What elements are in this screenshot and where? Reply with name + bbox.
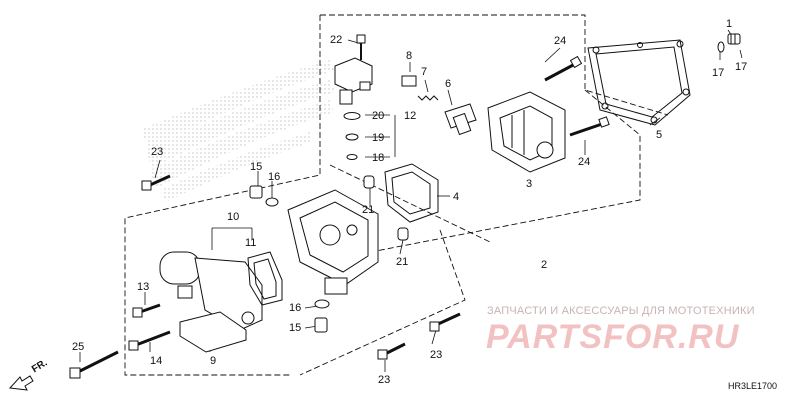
o-ring-20[interactable] — [343, 112, 361, 120]
callout-12: 12 — [404, 110, 416, 122]
linear-solenoid-10[interactable] — [159, 251, 263, 331]
callout-3: 3 — [526, 178, 532, 190]
callout-25: 25 — [72, 341, 84, 353]
callout-1: 1 — [726, 18, 732, 30]
callout-9: 9 — [210, 355, 216, 367]
spring-7[interactable] — [417, 95, 439, 101]
gasket-plate-5[interactable] — [587, 39, 691, 126]
callout-21-upper: 21 — [362, 204, 374, 216]
valve-body-3[interactable] — [487, 91, 566, 173]
gasket-11[interactable] — [247, 251, 283, 306]
bolt-15-lower[interactable] — [314, 317, 328, 333]
callout-11: 11 — [245, 237, 256, 249]
leader-lines — [79, 29, 743, 372]
diagram-code: HR3LE1700 — [728, 381, 778, 391]
assembly-outline — [124, 14, 669, 376]
bolt-23-bottom[interactable] — [377, 342, 406, 360]
o-ring-19[interactable] — [345, 133, 359, 141]
callout-18: 18 — [372, 152, 384, 164]
callout-19: 19 — [372, 132, 384, 144]
gasket-4[interactable] — [384, 163, 439, 223]
callout-7: 7 — [421, 66, 427, 78]
callout-6: 6 — [445, 78, 451, 90]
callout-10: 10 — [227, 211, 239, 223]
main-valve-body-2[interactable] — [287, 189, 379, 295]
bolt-14[interactable] — [128, 330, 171, 351]
callout-22: 22 — [330, 34, 342, 46]
bolt-22[interactable] — [356, 34, 366, 60]
callout-17-left: 17 — [712, 67, 724, 79]
callout-4: 4 — [453, 191, 459, 203]
bolt-24-upper[interactable] — [544, 55, 583, 82]
callout-8: 8 — [406, 50, 412, 62]
callout-23-bottom: 23 — [378, 374, 390, 386]
bolt-13[interactable] — [132, 303, 161, 318]
clip-8[interactable] — [401, 75, 417, 87]
watermark-brand: PARTSFOR.RU — [486, 318, 740, 356]
callout-17-right: 17 — [735, 61, 747, 73]
washer-16-lower[interactable] — [314, 299, 330, 309]
callout-23-right: 23 — [430, 349, 442, 361]
spool-valve-6[interactable] — [444, 103, 477, 136]
callout-labels: 22 8 7 6 24 1 17 17 20 12 19 18 5 23 15 … — [72, 18, 747, 386]
callout-20: 20 — [372, 110, 384, 122]
callout-21-lower: 21 — [396, 256, 408, 268]
callout-14: 14 — [150, 355, 162, 367]
callout-24-upper: 24 — [554, 35, 566, 47]
watermark-tagline: ЗАПЧАСТИ И АКСЕССУАРЫ ДЛЯ МОТОТЕХНИКИ — [487, 305, 755, 317]
bolt-15-upper[interactable] — [249, 185, 263, 199]
callout-24-lower: 24 — [578, 156, 590, 168]
callout-23-left: 23 — [151, 146, 163, 158]
callout-16-upper: 16 — [268, 171, 280, 183]
plug-1[interactable] — [727, 33, 741, 45]
washer-16-upper[interactable] — [265, 197, 279, 207]
callout-15-upper: 15 — [250, 161, 262, 173]
o-ring-18[interactable] — [346, 154, 358, 160]
callout-15-lower: 15 — [289, 322, 301, 334]
front-direction-arrow-icon — [8, 375, 34, 391]
bolt-24-lower[interactable] — [569, 116, 610, 137]
callout-5: 5 — [656, 129, 662, 141]
dowel-pin-21-lower[interactable] — [397, 227, 409, 241]
bolt-23-left[interactable] — [141, 174, 171, 191]
bolt-23-right[interactable] — [429, 312, 461, 332]
callout-2: 2 — [541, 259, 547, 271]
washer-17[interactable] — [717, 41, 725, 53]
honda-wing-watermark — [140, 60, 335, 202]
dowel-pin-21-upper[interactable] — [363, 175, 375, 189]
callout-16-lower: 16 — [289, 302, 301, 314]
bracket-9[interactable] — [179, 311, 247, 353]
shift-solenoid[interactable] — [334, 57, 373, 105]
bolt-25[interactable] — [69, 350, 119, 379]
callout-13: 13 — [137, 281, 149, 293]
